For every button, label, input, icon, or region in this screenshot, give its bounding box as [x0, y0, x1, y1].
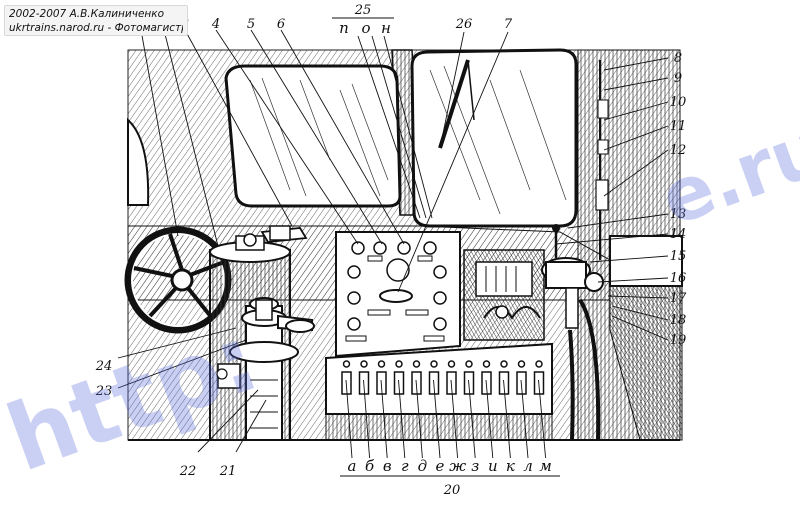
callout-15: 15 [670, 249, 687, 264]
callout-24: 24 [95, 359, 113, 374]
callout-18: 18 [670, 313, 687, 328]
callout-labels: 12345626725пон89101112131415161718192423… [95, 3, 687, 498]
toggle-knob [447, 360, 456, 368]
callout-letter-10: з [471, 457, 479, 475]
callout-5: 5 [247, 17, 255, 32]
callout-letter-5: в [383, 457, 392, 475]
callout-26: 26 [455, 17, 473, 32]
right-windshield [410, 48, 578, 228]
callout-letter-4: б [365, 457, 375, 475]
toggle-knob [377, 360, 386, 368]
wiper-blade [438, 59, 475, 149]
callout-23: 23 [95, 384, 113, 399]
callout-letter-6: г [401, 457, 409, 475]
callout-letter-14: м [539, 457, 551, 475]
callout-16: 16 [670, 271, 687, 286]
callout-letter-1: о [361, 19, 370, 37]
callout-letter-12: к [506, 457, 515, 475]
toggle-switch-panel [325, 342, 553, 441]
toggle-knob [517, 360, 526, 368]
callout-10: 10 [670, 95, 687, 110]
instrument-panel [335, 231, 461, 358]
toggle-knob [395, 360, 403, 368]
auxiliary-brake-valve [541, 224, 604, 441]
brake-valve [216, 297, 315, 441]
credit-box: 2002-2007 А.В.Калиниченко ukrtrains.naro… [4, 5, 188, 36]
callout-13: 13 [670, 207, 687, 222]
credit-line-1: 2002-2007 А.В.Калиниченко [9, 8, 165, 20]
callout-8: 8 [674, 51, 682, 66]
left-side-window [127, 117, 150, 206]
callout-17: 17 [670, 291, 687, 306]
right-side-wall [577, 49, 683, 441]
callout-14: 14 [670, 227, 687, 242]
callout-12: 12 [670, 143, 687, 158]
callout-22: 22 [179, 464, 197, 479]
callout-25: 25 [354, 3, 372, 18]
callout-19: 19 [670, 333, 687, 348]
toggle-knob [342, 360, 351, 368]
callout-6: 6 [277, 17, 285, 32]
callout-letter-11: и [488, 457, 498, 475]
callout-letter-9: ж [449, 457, 466, 475]
callout-21: 21 [219, 464, 237, 479]
toggle-knob [360, 360, 368, 368]
toggle-knob [482, 360, 491, 368]
leader-lines [117, 29, 669, 459]
callout-letter-2: н [381, 19, 391, 37]
relay-block [463, 249, 545, 341]
callout-letter-7: д [418, 457, 428, 475]
callout-20: 20 [443, 483, 461, 498]
callout-11: 11 [670, 119, 687, 134]
callout-7: 7 [504, 17, 513, 32]
callout-letter-3: а [348, 457, 357, 475]
callout-letter-0: п [339, 19, 349, 37]
callout-letter-13: л [523, 457, 533, 475]
callout-letter-8: е [436, 457, 445, 475]
toggle-knob [535, 360, 543, 368]
callout-4: 4 [211, 17, 220, 32]
callout-9: 9 [674, 71, 682, 86]
toggle-knob [500, 360, 508, 368]
toggle-knob [430, 360, 438, 368]
left-windshield [224, 64, 402, 208]
credit-line-2: ukrtrains.narod.ru - Фотомагистраль [9, 22, 183, 34]
toggle-knob [465, 360, 473, 368]
toggle-knob [412, 360, 421, 368]
